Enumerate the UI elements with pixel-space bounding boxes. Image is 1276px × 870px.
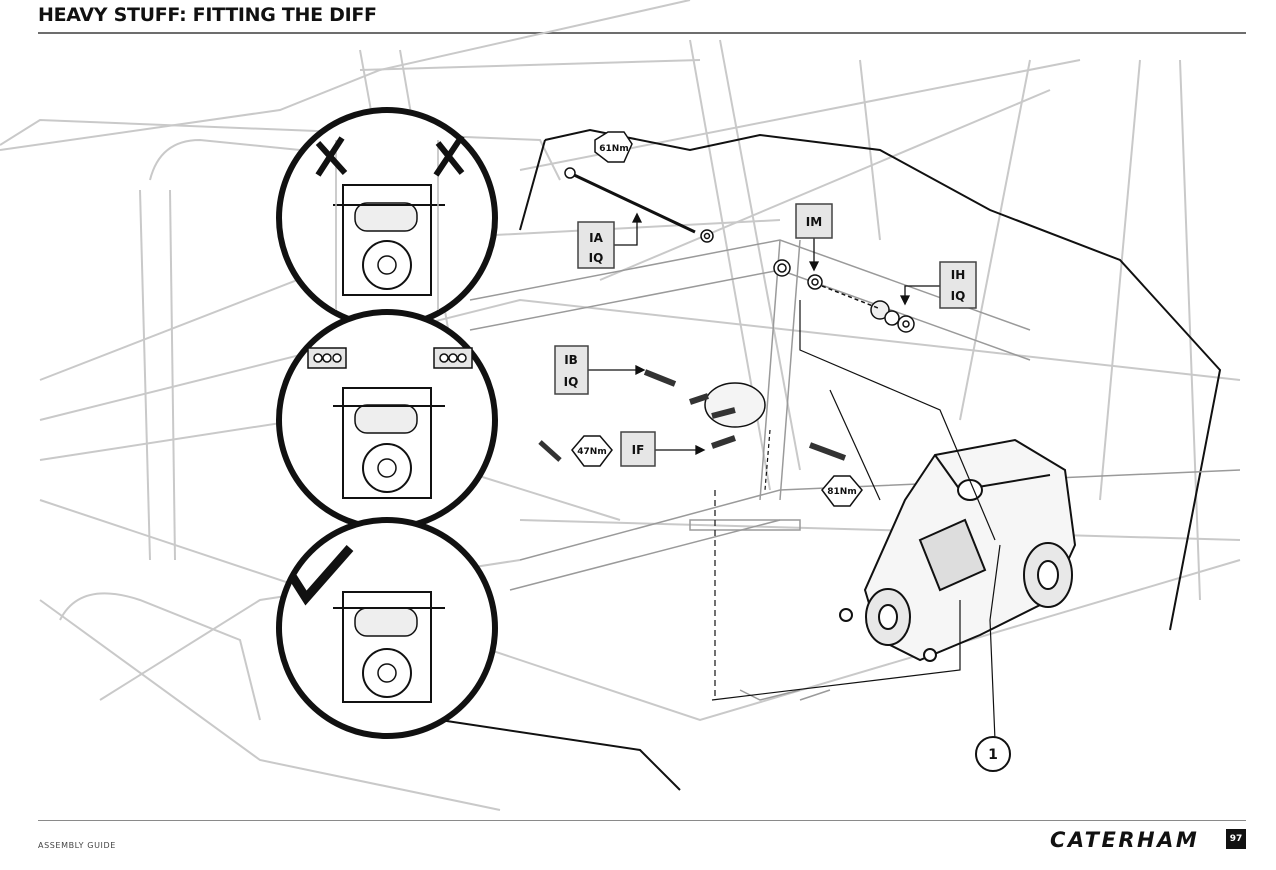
leader-lines [711,300,1001,741]
bush-washers [773,259,915,333]
torque-badges [571,131,863,507]
callout-number: 1 [988,747,998,763]
inset-washers [276,309,498,531]
part-code-iq-b: IQ [564,375,579,389]
part-code-im: IM [806,215,822,229]
differential-unit [839,438,1077,662]
brand-logo: CATERHAM [1050,828,1200,852]
inset-incorrect [276,107,498,329]
torque-61nm: 61Nm [599,144,628,154]
part-code-iq-a: IQ [589,251,604,265]
part-code-ih: IH [951,268,966,282]
inset-correct [276,517,498,739]
footer-label: ASSEMBLY GUIDE [38,841,116,850]
title-divider [38,32,1246,34]
torque-47nm: 47Nm [577,447,606,457]
part-code-ib: IB [564,353,578,367]
page-number: 97 [1226,829,1246,849]
callout-arrows [588,212,940,456]
part-code-boxes [554,203,977,467]
through-bolt [564,167,714,243]
part-code-ia: IA [589,231,603,245]
chassis-tubes [469,239,1241,701]
page-title: HEAVY STUFF: FITTING THE DIFF [38,4,377,26]
footer-divider [38,820,1246,821]
part-code-iq-h: IQ [951,289,966,303]
part-code-if: IF [632,443,645,457]
chassis-background [0,0,1241,811]
callout-circle [975,736,1011,772]
torque-81nm: 81Nm [827,487,856,497]
flange-bolts [538,369,847,462]
